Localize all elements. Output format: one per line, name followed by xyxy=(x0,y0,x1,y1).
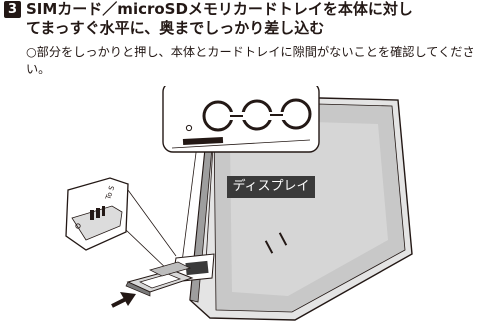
step-title-line-1: SIMカード／microSDメモリカードトレイを本体に対し xyxy=(26,0,413,18)
step-number-badge: 3 xyxy=(4,1,21,18)
phone-tray-illustration: To S xyxy=(65,86,413,321)
step-title-line-2: てまっすぐ水平に、奥までしっかり差し込む xyxy=(26,19,325,37)
phone-screen-inner xyxy=(230,122,388,296)
insert-direction-arrow xyxy=(111,292,136,308)
card-tray xyxy=(125,261,194,297)
callout-line-2 xyxy=(205,145,214,263)
callout-line-1 xyxy=(181,144,198,263)
step-instruction-text: ○部分をしっかりと押し、本体とカードトレイに隙間がないことを確認してください。 xyxy=(26,45,475,76)
display-label-tag: ディスプレイ xyxy=(227,176,315,198)
